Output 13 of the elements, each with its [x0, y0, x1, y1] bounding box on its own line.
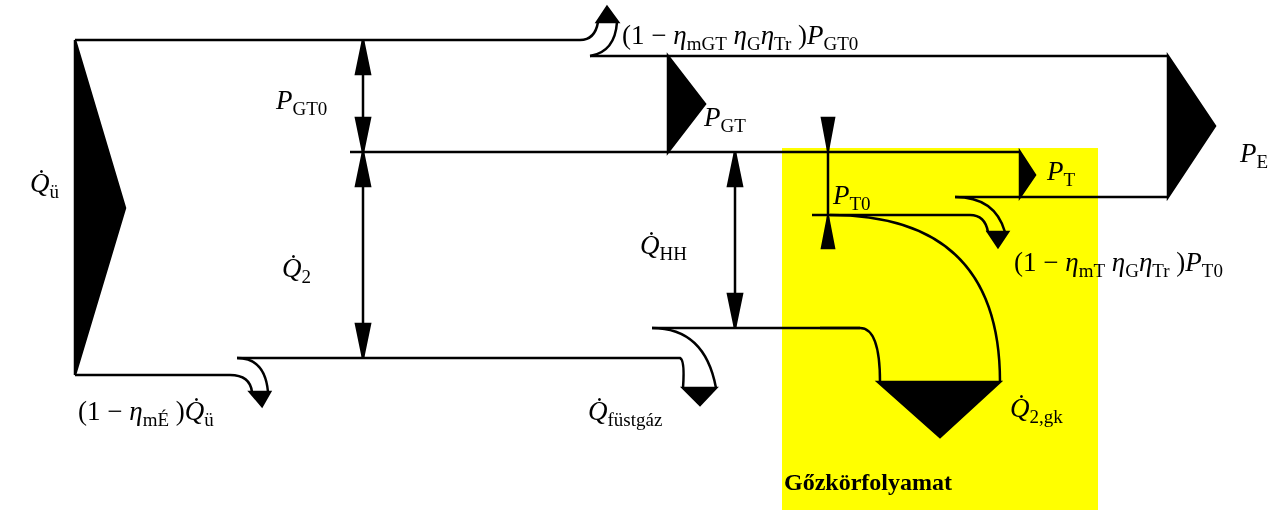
flow-label: Q̇$_{2,gk}$	[1010, 395, 1063, 426]
region-title: Gőzkörfolyamat	[784, 470, 952, 494]
flow-label: Q̇$_{HH}$	[640, 232, 687, 263]
flow-label: P$_{T}$	[1047, 158, 1076, 189]
flow-label: P$_{GT}$	[704, 104, 746, 135]
flow-label: P$_{T0}$	[833, 182, 871, 213]
flow-label: Q̇$_{2}$	[282, 255, 311, 286]
flow-label: P$_{E}$	[1240, 140, 1269, 171]
flow-label: Q̇$_{füstgáz}$	[588, 398, 663, 429]
flow-label: Q̇$_{ü}$	[30, 170, 59, 201]
flow-label: (1 − η$_{mÉ}$ )Q̇$_{ü}$	[78, 398, 214, 429]
flow-label: P$_{GT0}$	[276, 87, 328, 118]
flow-label: (1 − η$_{mGT}$ η$_{G}$η$_{Tr}$ )P$_{GT0}$	[622, 22, 859, 53]
